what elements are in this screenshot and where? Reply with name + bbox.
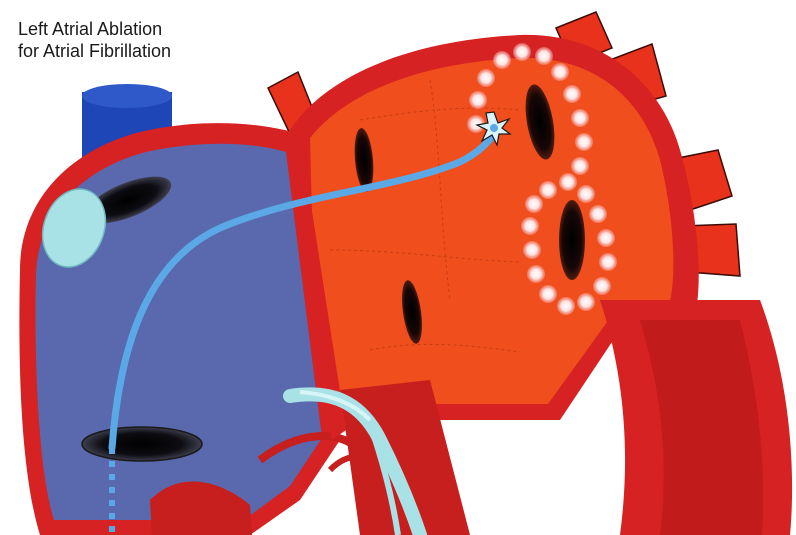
- diagram-title: Left Atrial Ablation for Atrial Fibrilla…: [18, 18, 171, 62]
- title-line-1: Left Atrial Ablation: [18, 18, 171, 40]
- ivc-orifice: [82, 427, 202, 461]
- pv-orifice-lower-right: [559, 200, 585, 280]
- title-line-2: for Atrial Fibrillation: [18, 40, 171, 62]
